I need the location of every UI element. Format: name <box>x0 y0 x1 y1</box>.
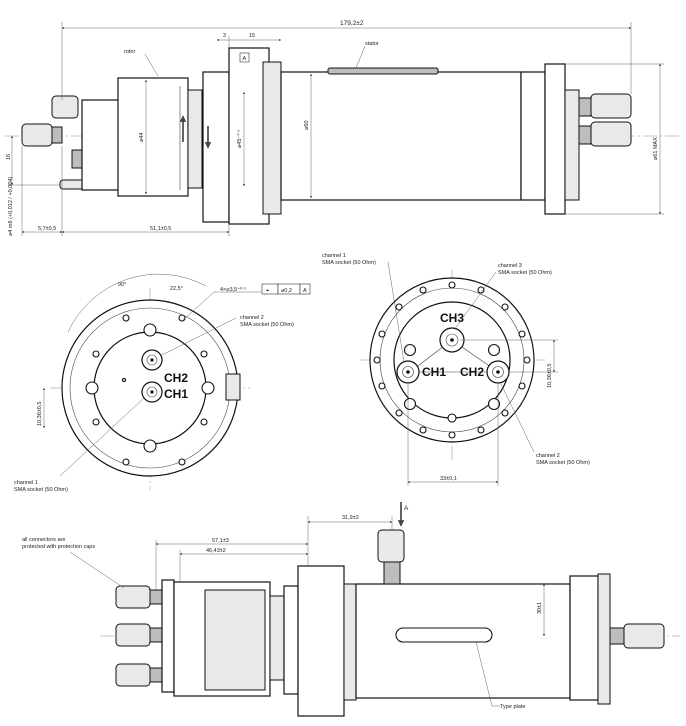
hole-callout-label: 4×⌀3,5⁺⁰⋅¹ <box>220 286 246 293</box>
ch3-tag: CH3 <box>440 311 464 325</box>
dim-3-label: 3 <box>223 33 226 39</box>
angle-22-5-label: 22,5° <box>170 286 183 292</box>
angle-90-label: 90° <box>118 282 126 288</box>
type-plate-label: Type plate <box>500 704 525 710</box>
left-end-view: CH2 CH1 90° 22,5° 4×⌀3,5⁺⁰⋅¹ ⌖ ⌀0,2 A ch… <box>14 273 311 493</box>
position-symbol: ⌖ <box>266 288 269 294</box>
dia-61-max-label: ⌀61 MAX <box>653 137 659 160</box>
dim-46-43-label: 46,43±2 <box>206 548 226 554</box>
dim-5-7-label: 5,7±0,5 <box>38 226 56 232</box>
right-end-view: CH3 CH1 CH2 channel 1 SMA socket (50 Ohm… <box>322 253 590 486</box>
dim-31-9-label: 31,9±2 <box>342 515 359 521</box>
left-channel1-desc: SMA socket (50 Ohm) <box>14 487 68 493</box>
datum-ref-label: A <box>303 288 307 294</box>
right-channel2-name: channel 2 <box>536 453 560 459</box>
dim-57-1-label: 57,1±3 <box>212 538 229 544</box>
top-side-view: 179,2±2 3 15 A rotor stator ⌀44 ⌀45⁻⁰⋅¹ … <box>5 20 680 236</box>
tolerance-label: ⌀0,2 <box>281 288 292 294</box>
ch1-tag: CH1 <box>164 387 188 401</box>
caps-note-line1: all connectors are <box>22 537 65 543</box>
right-channel2-desc: SMA socket (50 Ohm) <box>536 460 590 466</box>
view-a-label: A <box>404 505 409 512</box>
dia-60-label: ⌀60 <box>304 121 310 130</box>
left-channel2-name: channel 2 <box>240 315 264 321</box>
dim-16-label: 16 <box>6 154 12 160</box>
left-channel1-name: channel 1 <box>14 480 38 486</box>
overall-length-label: 179,2±2 <box>340 20 364 27</box>
dim-30-label: 30±1 <box>537 602 543 614</box>
dim-15-label: 15 <box>249 33 255 39</box>
ch2-tag: CH2 <box>164 371 188 385</box>
shaft-dia-label: ⌀4 m6 (+0,012 / +0,004) <box>8 177 14 236</box>
right-ch1-tag: CH1 <box>422 365 446 379</box>
stator-label: stator <box>365 41 379 47</box>
caps-note-line2: protected with protection caps <box>22 544 95 550</box>
dia-44-label: ⌀44 <box>139 133 145 142</box>
dim-33-label: 33±0,1 <box>440 476 457 482</box>
dia-45-label: ⌀45⁻⁰⋅¹ <box>236 130 243 148</box>
right-channel1-name: channel 1 <box>322 253 346 259</box>
right-dim-10-36-label: 10,36±0,5 <box>547 364 553 388</box>
bottom-side-view: all connectors are protected with protec… <box>22 502 680 717</box>
left-channel2-desc: SMA socket (50 Ohm) <box>240 322 294 328</box>
dim-51-1-label: 51,1±0,5 <box>150 226 171 232</box>
right-channel1-desc: SMA socket (50 Ohm) <box>322 260 376 266</box>
right-channel3-desc: SMA socket (50 Ohm) <box>498 270 552 276</box>
rotor-label: rotor <box>124 49 135 55</box>
datum-a-label: A <box>243 56 247 62</box>
left-dim-10-36-label: 10,36±0,5 <box>37 402 43 426</box>
right-channel3-name: channel 3 <box>498 263 522 269</box>
right-ch2-tag: CH2 <box>460 365 484 379</box>
